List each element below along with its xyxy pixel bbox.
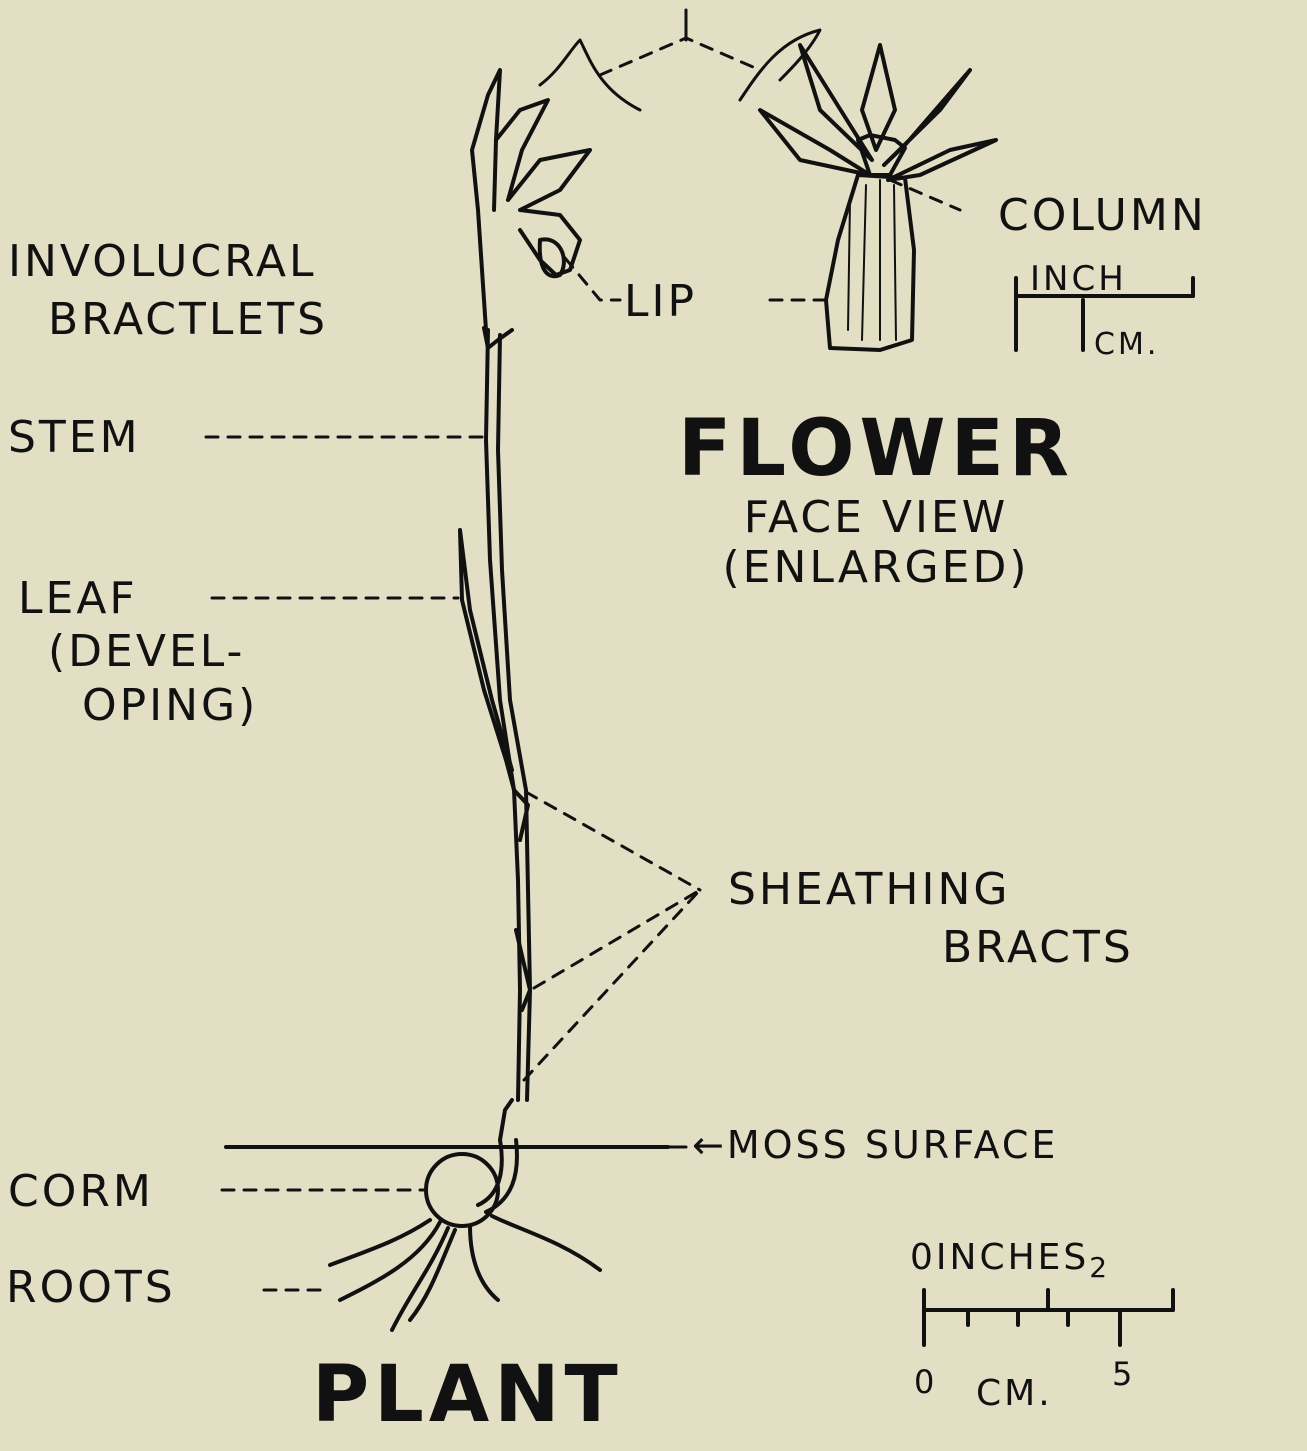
leader-lines bbox=[206, 10, 960, 1290]
scale-inch-end: 2 bbox=[1089, 1251, 1110, 1284]
scale-large-inches: 0INCHES2 bbox=[910, 1240, 1110, 1282]
label-corm: CORM bbox=[8, 1170, 154, 1214]
label-bracts: BRACTS bbox=[942, 926, 1134, 970]
scale-small-inch: INCH bbox=[1030, 262, 1127, 296]
flower-title: FLOWER bbox=[664, 410, 1088, 488]
label-roots: ROOTS bbox=[6, 1266, 176, 1310]
flower-face-drawing bbox=[540, 30, 996, 350]
label-moss-surface: ←MOSS SURFACE bbox=[692, 1126, 1058, 1164]
label-lip: LIP bbox=[624, 280, 697, 324]
label-moss-surface-text: MOSS SURFACE bbox=[727, 1123, 1059, 1167]
label-involucral: INVOLUCRAL bbox=[8, 240, 317, 284]
petal-left bbox=[800, 45, 872, 160]
label-column: COLUMN bbox=[998, 194, 1207, 238]
label-sheathing: SHEATHING bbox=[728, 868, 1010, 912]
flower-subtitle-2: (ENLARGED) bbox=[664, 546, 1088, 590]
bracket-left bbox=[540, 40, 640, 110]
plant-title: PLANT bbox=[312, 1356, 623, 1434]
side-flower-petals bbox=[472, 70, 590, 330]
scale-small-cm: CM. bbox=[1094, 330, 1159, 360]
scale-bar-large bbox=[924, 1290, 1173, 1345]
scale-cm-start: 0 bbox=[914, 1366, 937, 1398]
label-leaf: LEAF bbox=[18, 577, 138, 621]
petal-right bbox=[884, 70, 970, 165]
corm bbox=[426, 1154, 498, 1226]
roots bbox=[330, 1216, 600, 1330]
label-leaf-oping: OPING) bbox=[82, 684, 258, 728]
scale-cm-end: 5 bbox=[1112, 1358, 1135, 1390]
label-stem: STEM bbox=[8, 416, 141, 460]
scale-inch-start: 0 bbox=[910, 1237, 936, 1278]
label-leaf-devel: (DEVEL- bbox=[48, 630, 245, 674]
scale-cm-label: CM. bbox=[976, 1376, 1053, 1412]
sheathing-bract-3 bbox=[500, 1100, 512, 1140]
flower-subtitle-1: FACE VIEW bbox=[664, 496, 1088, 540]
lip bbox=[826, 175, 914, 350]
label-bractlets: BRACTLETS bbox=[48, 298, 328, 342]
lip-texture bbox=[848, 180, 896, 340]
scale-inches-label: INCHES bbox=[936, 1237, 1089, 1278]
